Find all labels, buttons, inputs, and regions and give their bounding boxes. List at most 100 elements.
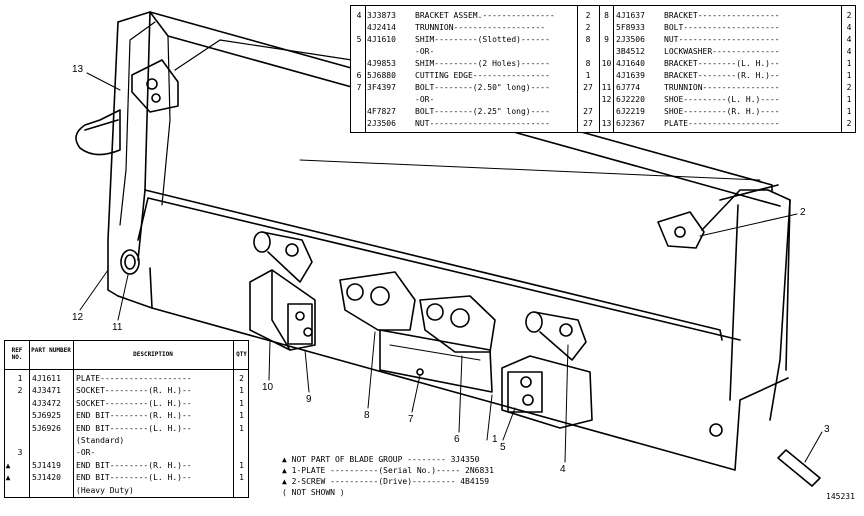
cell-qty: 8 [585,35,591,44]
right-top-plate [657,211,705,249]
cell-desc: BOLT--------(2.50" long)---- [415,83,550,92]
cell-qty: 1 [846,59,852,68]
cell-qty: 27 [583,83,593,92]
table-row: 4J2414 TRUNNION-------------------2 [351,22,855,33]
cell-desc: SOCKET---------(R. H.)-- [76,386,192,396]
cell-desc: END BIT--------(L. H.)-- [76,423,192,433]
cell-desc: BRACKET--------(L. H.)-- [664,59,780,68]
cell-ref: 9 [604,35,609,44]
cell-part: 2J3506 [616,35,645,44]
cell-part: 4J1610 [367,35,396,44]
cell-desc: NUT------------------------- [415,119,550,128]
cell-desc: SHIM---------(2 Holes)------ [415,59,550,68]
cell-desc: BOLT-------------------- [664,23,780,32]
cell-part: 4J2414 [367,23,396,32]
cell-desc: END BIT--------(R. H.)-- [76,460,192,470]
cell-qty: 1 [846,107,852,116]
cell-part: 4J1639 [616,71,645,80]
callout-9: 9 [306,394,312,405]
note-line: ▲ 1-PLATE ----------(Serial No.)----- 2N… [282,466,494,475]
cell-ref: 3 [17,448,23,458]
callout-10: 10 [262,382,274,393]
cell-ref: 5 [356,35,362,44]
cell-qty: 1 [239,411,244,421]
cell-mark: ▲ [5,460,11,470]
note-line: ▲ NOT PART OF BLADE GROUP -------- 3J435… [282,455,480,464]
cell-part: 6J774 [616,83,641,92]
cell-qty: 27 [583,107,593,116]
cell-desc: (Heavy Duty) [76,485,134,495]
cell-part: 5J1419 [32,460,61,470]
cell-qty: 1 [239,398,244,408]
note-line: ▲ 2-SCREW ----------(Drive)--------- 4B4… [282,477,490,486]
cell-qty: 1 [846,71,852,80]
cell-part: 4J3471 [32,386,61,396]
end-bit-3 [709,423,821,487]
cell-part: 5J6926 [32,423,61,433]
cell-desc: BRACKET----------------- [664,11,780,20]
cell-desc: END BIT--------(R. H.)-- [76,411,192,421]
cell-qty: 1 [846,95,852,104]
brackets-8 [339,271,496,353]
cell-part: 4J1611 [32,374,61,383]
cell-desc: BRACKET ASSEM.--------------- [415,11,555,20]
table-row: (Standard) [5,435,248,446]
blade-body [107,11,791,471]
header-ref: REF NO. [11,347,23,361]
cell-ref: 8 [604,11,609,20]
cell-desc: TRUNNION------------------- [415,23,546,32]
cell-desc: PLATE------------------- [664,119,780,128]
cell-desc: TRUNNION---------------- [664,83,780,92]
table-row: -OR- [351,46,855,57]
trunnion-right [525,311,587,361]
callout-8: 8 [364,410,370,421]
cell-qty: 2 [585,11,591,20]
cell-part: 5J6925 [32,411,61,421]
note-line: ( NOT SHOWN ) [282,488,345,497]
cell-part: 3B4512 [616,47,645,56]
cell-part: 4J9853 [367,59,396,68]
cell-part: 4F7827 [367,107,396,116]
cell-ref: 6 [356,71,362,80]
leader-lines [79,72,823,463]
table-row: -OR- [351,94,855,105]
cell-ref: 12 [601,95,612,104]
cell-qty: 2 [846,119,852,128]
cell-desc: -OR- [76,448,96,458]
cell-qty: 1 [585,71,591,80]
cell-desc: SHIM---------(Slotted)------ [415,35,550,44]
callout-3: 3 [824,424,830,435]
cell-qty: 1 [239,473,244,483]
bracket-10 [249,269,316,351]
cell-desc: (Standard) [76,436,125,445]
header-qty: QTY [236,351,247,358]
cell-desc: -OR- [415,95,435,104]
socket-5 [501,355,593,429]
left-top-plate [131,59,179,113]
callout-4: 4 [560,464,566,475]
table-row: (Heavy Duty) [5,485,248,496]
table-row: 3 -OR- [5,447,248,458]
cell-part: 4J1640 [616,59,645,68]
left-trunnion [120,249,140,275]
cell-ref: 13 [601,119,612,128]
